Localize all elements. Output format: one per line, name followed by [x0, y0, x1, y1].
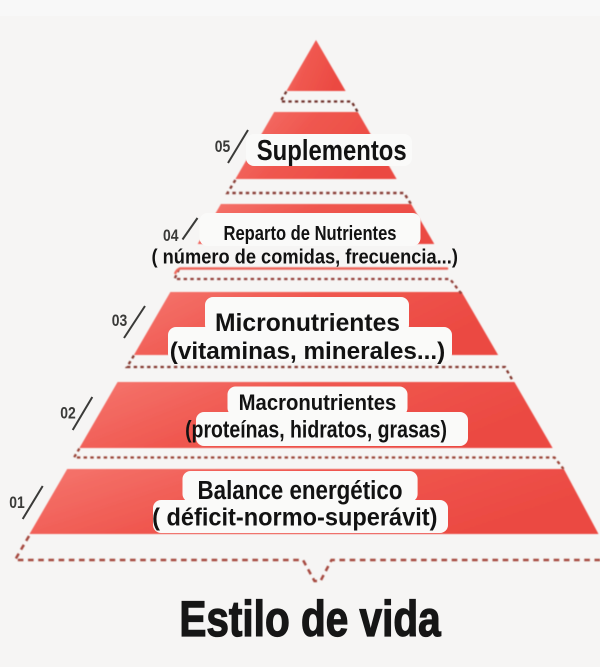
svg-text:Estilo de vida: Estilo de vida	[179, 591, 441, 647]
svg-text:( déficit-normo-superávit): ( déficit-normo-superávit)	[152, 504, 437, 532]
svg-text:02: 02	[60, 404, 76, 423]
svg-text:( número de comidas, frecuenci: ( número de comidas, frecuencia...)	[151, 246, 457, 269]
svg-text:(proteínas, hidratos, grasas): (proteínas, hidratos, grasas)	[185, 415, 447, 443]
svg-text:Micronutrientes: Micronutrientes	[215, 310, 400, 337]
svg-text:Macronutrientes: Macronutrientes	[239, 391, 397, 415]
svg-text:Balance energético: Balance energético	[198, 477, 403, 506]
svg-text:01: 01	[9, 494, 25, 513]
svg-text:03: 03	[112, 312, 128, 331]
svg-text:(vitaminas, minerales...): (vitaminas, minerales...)	[170, 338, 445, 365]
svg-text:04: 04	[163, 227, 179, 246]
svg-text:05: 05	[215, 138, 231, 157]
svg-text:Suplementos: Suplementos	[257, 134, 407, 167]
svg-text:Reparto de Nutrientes: Reparto de Nutrientes	[224, 221, 397, 244]
